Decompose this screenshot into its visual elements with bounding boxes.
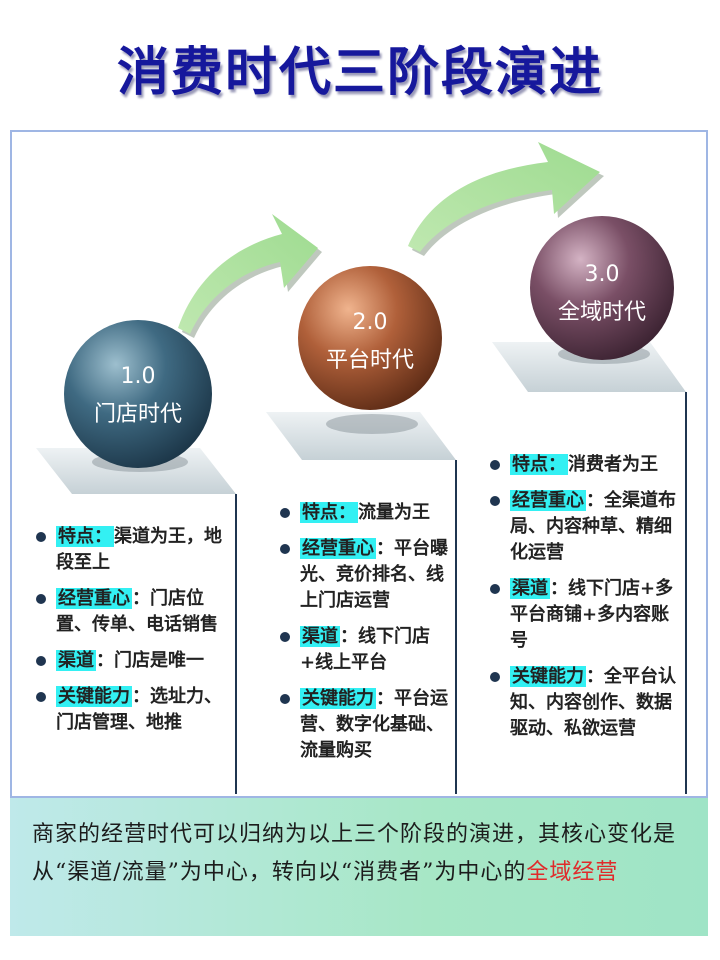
stage-3-channel: 渠道：线下门店+多平台商铺+多内容账号	[490, 576, 682, 654]
arrow-1-to-2	[178, 214, 322, 338]
stage-2-channel: 渠道：线下门店+线上平台	[280, 624, 452, 676]
stage-2-feature: 特点：流量为王	[280, 500, 452, 526]
stage-2-number: 2.0	[352, 310, 388, 335]
stage-1-feature: 特点：渠道为王，地段至上	[36, 524, 230, 576]
stage-2-focus: 经营重心：平台曝光、竞价排名、线上门店运营	[280, 536, 452, 614]
stage-2-name: 平台时代	[325, 348, 414, 373]
stage-1-label: 1.0 门店时代	[68, 358, 208, 434]
summary-highlight: 全域经营	[526, 860, 619, 885]
stage-1-ability: 关键能力：选址力、门店管理、地推	[36, 684, 230, 736]
stage-3-details: 特点：消费者为王 经营重心：全渠道布局、内容种草、精细化运营 渠道：线下门店+多…	[490, 452, 682, 752]
arrow-2-to-3	[408, 142, 604, 256]
summary-panel: 商家的经营时代可以归纳为以上三个阶段的演进，其核心变化是从“渠道/流量”为中心，…	[10, 798, 708, 936]
orb-1	[64, 320, 212, 468]
stage-3-number: 3.0	[584, 262, 620, 287]
summary-text: 商家的经营时代可以归纳为以上三个阶段的演进，其核心变化是从“渠道/流量”为中心，…	[32, 822, 677, 885]
orb-2	[298, 266, 442, 410]
orb-3	[530, 216, 674, 360]
page-title: 消费时代三阶段演进	[116, 42, 603, 103]
stage-1-details: 特点：渠道为王，地段至上 经营重心：门店位置、传单、电话销售 渠道：门店是唯一 …	[36, 524, 230, 746]
stage-2-label: 2.0 平台时代	[300, 304, 440, 380]
stage-2-details: 特点：流量为王 经营重心：平台曝光、竞价排名、线上门店运营 渠道：线下门店+线上…	[280, 500, 452, 774]
stage-3-feature: 特点：消费者为王	[490, 452, 682, 478]
stage-3-label: 3.0 全域时代	[532, 256, 672, 332]
stage-3-name: 全域时代	[557, 300, 646, 325]
orb-shadow-2	[326, 414, 418, 434]
stage-3-ability: 关键能力：全平台认知、内容创作、数据驱动、私欲运营	[490, 664, 682, 742]
stage-1-focus: 经营重心：门店位置、传单、电话销售	[36, 586, 230, 638]
stage-3-focus: 经营重心：全渠道布局、内容种草、精细化运营	[490, 488, 682, 566]
stage-1-number: 1.0	[120, 364, 156, 389]
stage-1-channel: 渠道：门店是唯一	[36, 648, 230, 674]
stage-2-ability: 关键能力：平台运营、数字化基础、流量购买	[280, 686, 452, 764]
stage-1-name: 门店时代	[93, 402, 182, 427]
